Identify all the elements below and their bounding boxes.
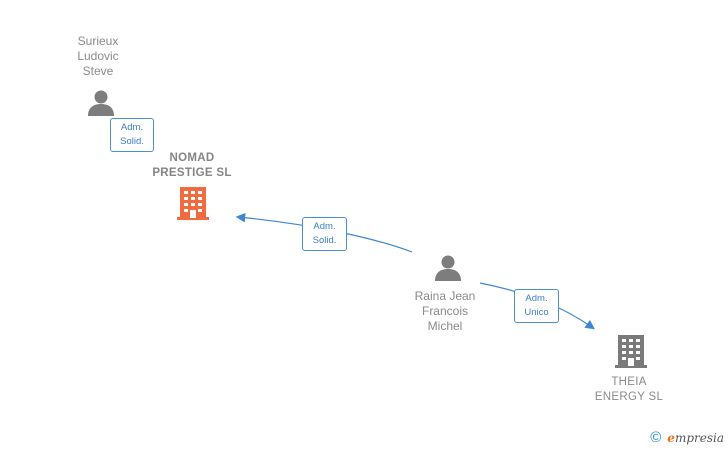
role-line: Adm. <box>525 293 548 304</box>
copyright-symbol: © <box>650 429 662 446</box>
name-line: NOMAD <box>169 152 215 164</box>
role-badge-raina-theia[interactable]: Adm. Unico <box>514 289 559 323</box>
company-name-nomad: NOMAD PRESTIGE SL <box>132 151 252 181</box>
building-icon[interactable] <box>615 335 647 369</box>
company-name-theia: THEIA ENERGY SL <box>569 375 689 405</box>
role-line: Adm. <box>313 221 336 232</box>
role-line: Solid. <box>120 136 144 147</box>
name-line: Steve <box>82 64 114 78</box>
name-line: Raina Jean <box>414 289 476 303</box>
role-line: Adm. <box>120 122 144 133</box>
name-line: PRESTIGE SL <box>152 167 232 179</box>
name-line: Francois <box>421 304 468 318</box>
role-badge-raina-nomad[interactable]: Adm. Solid. <box>302 217 347 251</box>
name-line: Michel <box>427 319 463 333</box>
person-icon[interactable] <box>433 253 463 283</box>
person-icon[interactable] <box>86 88 116 118</box>
name-line: Surieux <box>77 34 119 48</box>
name-line: THEIA <box>611 376 647 388</box>
footer-brand: © empresia <box>650 429 724 446</box>
building-icon[interactable] <box>177 187 209 221</box>
role-badge-surieux[interactable]: Adm. Solid. <box>110 118 154 152</box>
role-line: Unico <box>524 307 549 318</box>
brand-logo: empresia <box>667 430 724 445</box>
role-line: Solid. <box>312 235 337 246</box>
name-line: ENERGY SL <box>594 391 664 403</box>
name-line: Ludovic <box>77 49 119 63</box>
person-name-surieux: Surieux Ludovic Steve <box>48 34 148 79</box>
person-name-raina: Raina Jean Francois Michel <box>395 289 495 334</box>
